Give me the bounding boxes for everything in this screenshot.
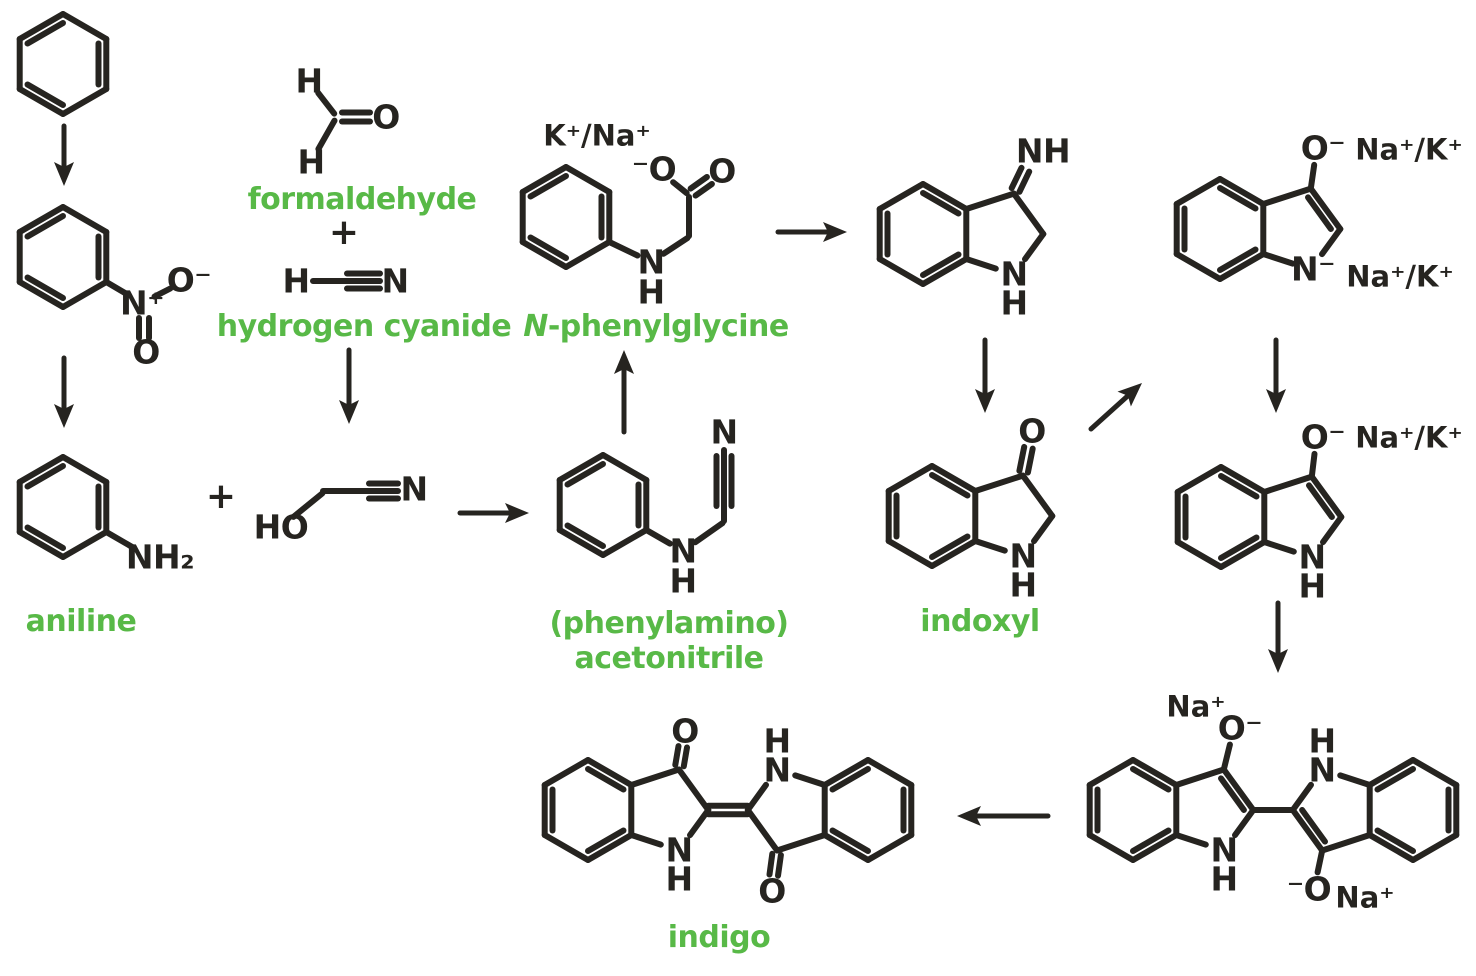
label-indigo: indigo	[667, 920, 771, 955]
indigo-right-n: N	[763, 750, 791, 790]
indigo-o-bottom: O	[758, 871, 786, 911]
arrow-indoxyl-to-indoxyl-anion	[1088, 383, 1142, 432]
molecule-indoxyl	[885, 443, 1056, 569]
nitrobenzene-n-plus: N⁺	[119, 283, 165, 323]
molecule-indolinimine	[876, 164, 1047, 287]
label-indoxyl: indoxyl	[920, 604, 1040, 639]
arrow-indoxyl-anion-to-leuco-indigo	[1268, 600, 1288, 673]
indoxyl-dianion-n-minus: N⁻	[1290, 249, 1336, 289]
indoxyl-h: H	[1009, 565, 1037, 605]
molecule-aniline	[16, 454, 137, 560]
arrow-indolinimine-to-indoxyl	[975, 337, 995, 413]
molecule-nitrobenzene	[16, 204, 174, 341]
phenylaminoacetonitrile-nitrile-n: N	[710, 412, 738, 452]
label-aniline: aniline	[25, 604, 137, 639]
indoxyl-o: O	[1018, 411, 1046, 451]
leuco-indigo-right-h: H	[1308, 721, 1336, 761]
indigo-right-h: H	[763, 721, 791, 761]
molecule-indoxyl-dianion-salt	[1173, 161, 1344, 282]
label-formaldehyde: formaldehyde	[247, 182, 477, 217]
molecule-leuco-indigo	[1086, 741, 1460, 876]
label-n-phenylglycine-italic-prefix: N	[523, 309, 548, 344]
arrow-nitrobenzene-to-aniline	[54, 355, 74, 428]
molecule-glycolonitrile	[290, 480, 401, 520]
label-hydrogen-cyanide: hydrogen cyanide	[216, 309, 512, 344]
hydrogen-cyanide-h: H	[282, 261, 310, 301]
phenylaminoacetonitrile-h: H	[669, 561, 697, 601]
n-phenylglycine-cation: K⁺/Na⁺	[543, 118, 651, 153]
molecule-n-phenylglycine	[519, 164, 715, 270]
formaldehyde-h-top: H	[295, 61, 323, 101]
nitrobenzene-o-minus: O⁻	[166, 260, 212, 300]
molecule-benzene	[16, 11, 110, 117]
arrow-n-phenylglycine-to-indolinimine	[775, 222, 847, 242]
indoxyl-anion-n: N	[1298, 537, 1326, 577]
molecule-hydrogen-cyanide	[310, 270, 383, 292]
formaldehyde-o: O	[372, 97, 400, 137]
molecule-indoxyl-anion-salt	[1174, 450, 1345, 570]
indoxyl-n: N	[1009, 536, 1037, 576]
indigo-left-h: H	[665, 859, 693, 899]
leuco-indigo-left-n: N	[1210, 830, 1238, 870]
plus-aniline-glycolonitrile: +	[205, 476, 237, 517]
indolinimine-n: N	[1000, 254, 1028, 294]
n-phenylglycine-o: O	[708, 151, 736, 191]
molecule-formaldehyde	[315, 89, 373, 152]
indolinimine-nh: NH	[1015, 131, 1071, 171]
phenylaminoacetonitrile-n: N	[669, 531, 697, 571]
arrow-leuco-indigo-to-indigo	[957, 806, 1051, 826]
indoxyl-anion-cation: Na⁺/K⁺	[1355, 420, 1463, 455]
indoxyl-anion-o-minus: O⁻	[1300, 417, 1346, 457]
label-n-phenylglycine: N-phenylglycine	[523, 312, 789, 342]
leuco-indigo-left-h: H	[1210, 859, 1238, 899]
arrow-indoxyl-dianion-to-indoxyl-anion	[1266, 337, 1286, 413]
molecule-indigo	[541, 743, 915, 879]
n-phenylglycine-h: H	[637, 272, 665, 312]
indoxyl-dianion-cation-top: Na⁺/K⁺	[1355, 132, 1463, 167]
hydrogen-cyanide-n: N	[381, 261, 409, 301]
leuco-indigo-right-n: N	[1308, 750, 1336, 790]
aniline-nh2: NH₂	[125, 537, 195, 577]
label-phenylamino: (phenylamino)	[549, 606, 789, 641]
plus-formaldehyde-hcn: +	[328, 212, 360, 253]
arrow-glycolonitrile-to-phenylaminoacetonitrile	[457, 503, 529, 523]
nitrobenzene-o: O	[132, 332, 160, 372]
indoxyl-dianion-cation-bottom: Na⁺/K⁺	[1346, 259, 1454, 294]
label-n-phenylglycine-rest: -phenylglycine	[547, 309, 789, 344]
leuco-indigo-na-top: Na⁺	[1166, 689, 1226, 724]
label-acetonitrile: acetonitrile	[574, 641, 764, 676]
indigo-o-top: O	[671, 711, 699, 751]
arrow-benzene-to-nitrobenzene	[54, 123, 74, 186]
formaldehyde-h-bottom: H	[297, 142, 325, 182]
glycolonitrile-ho: HO	[253, 507, 309, 547]
arrow-phenylaminoacetonitrile-to-n-phenylglycine	[614, 350, 634, 435]
leuco-indigo-o-minus-top: O⁻	[1217, 708, 1263, 748]
indolinimine-h: H	[1000, 283, 1028, 323]
n-phenylglycine-n: N	[637, 242, 665, 282]
leuco-indigo-o-minus-bottom: ⁻O	[1286, 869, 1332, 909]
indigo-left-n: N	[665, 830, 693, 870]
indoxyl-dianion-o-minus: O⁻	[1300, 128, 1346, 168]
leuco-indigo-na-bottom: Na⁺	[1335, 880, 1395, 915]
indoxyl-anion-h: H	[1298, 566, 1326, 606]
n-phenylglycine-o-minus: ⁻O	[631, 149, 677, 189]
molecule-phenylaminoacetonitrile	[556, 447, 735, 558]
glycolonitrile-n: N	[400, 469, 428, 509]
arrow-formaldehyde-hcn-to-glycolonitrile	[339, 347, 359, 424]
